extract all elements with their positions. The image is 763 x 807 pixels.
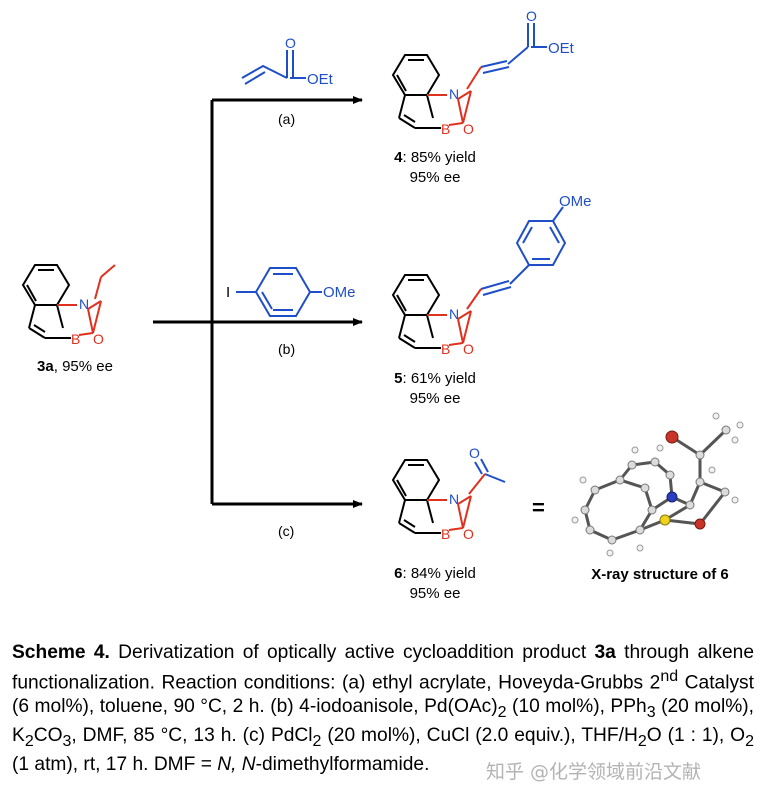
n-atom-4: N — [449, 86, 459, 102]
caption-title: Scheme 4. — [12, 642, 110, 663]
xray-structure-model — [571, 412, 744, 557]
label-6-ee: 95% ee — [409, 585, 461, 602]
o-atom-4: O — [463, 121, 474, 137]
label-6: 6: 84% yield 95% ee — [370, 564, 500, 604]
condition-c: (c) — [278, 523, 294, 539]
o-atom-3a: O — [93, 331, 104, 347]
label-4-id: 4 — [394, 149, 403, 166]
caption-sub: 3 — [62, 732, 72, 750]
label-5-yield: : 61% yield — [402, 370, 476, 387]
compound-6-structure: N B O O — [391, 445, 506, 542]
n-atom-3a: N — [79, 296, 89, 312]
caption-sub: 2 — [497, 703, 507, 721]
b-atom-3a: B — [71, 331, 80, 347]
watermark: 知乎 @化学领域前沿文献 — [486, 761, 702, 783]
caption-text-11: -dimethylformamide. — [255, 754, 430, 776]
caption-sub: 2 — [745, 732, 755, 750]
iodoanisole-structure — [236, 267, 322, 317]
label-4-yield: : 85% yield — [402, 149, 476, 166]
compound-5-structure: N B O OMe — [391, 193, 592, 357]
condition-b: (b) — [278, 341, 295, 357]
equals-sign: = — [532, 495, 545, 520]
ome-label-reagent: OMe — [323, 284, 356, 301]
label-3a: 3a, 95% ee — [10, 357, 140, 377]
ethyl-acrylate-structure — [241, 50, 306, 85]
label-5: 5: 61% yield 95% ee — [370, 369, 500, 409]
label-5-ee: 95% ee — [409, 390, 461, 407]
caption-sub: 2 — [24, 732, 34, 750]
b-atom-5: B — [441, 341, 450, 357]
o-atom-5: O — [463, 341, 474, 357]
carbonyl-o-acrylate: O — [285, 35, 296, 51]
b-atom-6: B — [441, 526, 450, 542]
label-4-ee: 95% ee — [409, 169, 461, 186]
caption-text-7: , DMF, 85 °C, 13 h. (c) PdCl — [71, 725, 313, 746]
caption-sub: 3 — [646, 703, 656, 721]
condition-a: (a) — [278, 111, 295, 127]
caption-sup-nd: nd — [660, 667, 679, 685]
oet-label-4: OEt — [548, 40, 575, 57]
compound-3a-structure: N B O — [21, 264, 116, 347]
n-atom-5: N — [449, 306, 459, 322]
caption-compound: 3a — [594, 642, 616, 663]
xray-structure-label: X-ray structure of 6 — [591, 566, 729, 583]
iodine-label: I — [226, 284, 230, 301]
o-atom-6: O — [463, 526, 474, 542]
label-4: 4: 85% yield 95% ee — [370, 148, 500, 188]
caption-text-6: CO — [33, 725, 63, 746]
caption-text-10: (1 atm), rt, 17 h. DMF = — [12, 754, 218, 776]
caption-sub: 2 — [637, 732, 647, 750]
carbonyl-o-6: O — [469, 445, 480, 461]
caption-text-9: O (1 : 1), O — [646, 725, 746, 746]
carbonyl-o-4: O — [526, 8, 537, 24]
label-6-yield: : 84% yield — [402, 565, 476, 582]
label-3a-ee: , 95% ee — [53, 358, 113, 375]
caption-text-3: Catalyst (6 mol%), toluene, 90 °C, 2 h. … — [12, 671, 754, 717]
label-6-id: 6 — [394, 565, 403, 582]
compound-4-structure: N B O O OEt — [391, 8, 575, 137]
caption-text-1: Derivatization of optically active cyclo… — [109, 642, 595, 663]
caption-sub: 2 — [312, 732, 322, 750]
oet-label-reagent: OEt — [307, 71, 334, 88]
caption-text-5: (20 mol%), K — [12, 695, 754, 746]
scheme-caption: Scheme 4. Derivatization of optically ac… — [12, 641, 754, 777]
reaction-scheme: O OEt I OMe (a) (b) (c) — [21, 8, 744, 557]
reaction-arrows — [153, 96, 363, 508]
n-atom-6: N — [449, 491, 459, 507]
caption-text-8: (20 mol%), CuCl (2.0 equiv.), THF/H — [321, 725, 638, 746]
label-3a-id: 3a — [37, 358, 54, 375]
caption-text-4: (10 mol%), PPh — [506, 695, 647, 717]
caption-text-2: through alkene functionalization. Reacti… — [12, 642, 755, 693]
label-5-id: 5 — [394, 370, 403, 387]
ome-label-5: OMe — [559, 193, 592, 210]
caption-dmf-italic: N, N — [217, 754, 256, 776]
b-atom-4: B — [441, 121, 450, 137]
